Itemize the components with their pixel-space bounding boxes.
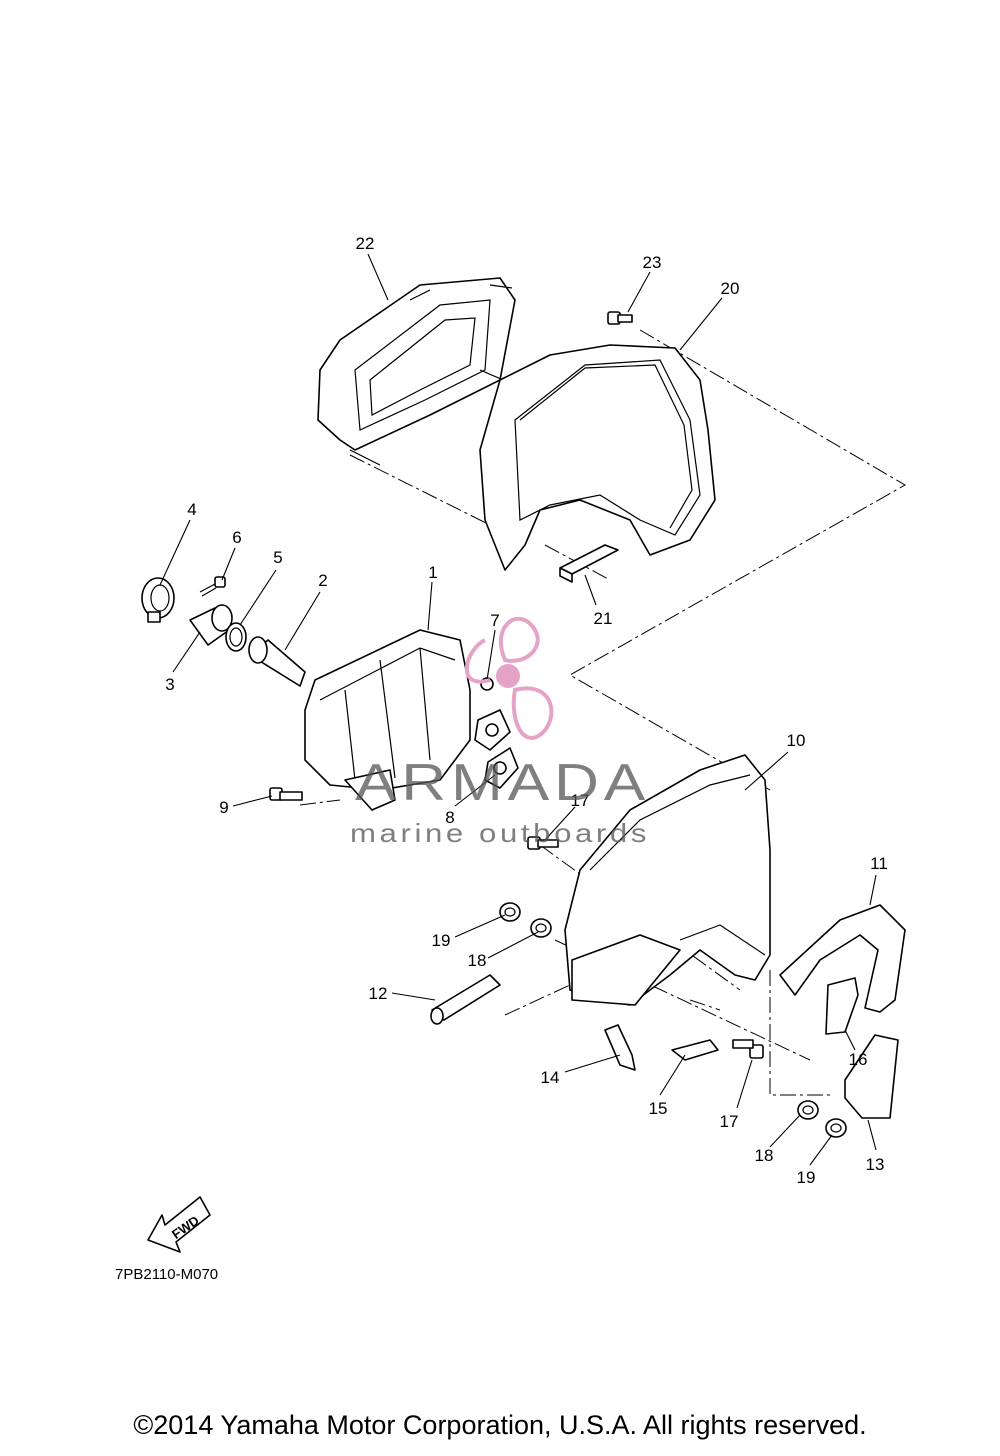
callout-7: 7 <box>490 611 499 630</box>
callout-19-b: 19 <box>797 1168 816 1187</box>
part-21-pad <box>559 544 619 583</box>
part-12-strip <box>430 974 501 1025</box>
callout-16: 16 <box>849 1050 868 1069</box>
callout-1: 1 <box>428 563 437 582</box>
part-8-gasket <box>484 747 519 789</box>
watermark-brand: ARMADA <box>355 754 650 812</box>
fwd-arrow-icon: FWD <box>147 1196 211 1253</box>
drawing-code: 7PB2110-M070 <box>115 1266 218 1283</box>
watermark-logo: ARMADA marine outboards <box>350 616 650 848</box>
callout-12: 12 <box>369 984 388 1003</box>
part-19-collars <box>499 902 847 1138</box>
propeller-icon <box>464 616 554 740</box>
callout-4: 4 <box>187 500 196 519</box>
part-9-bolt <box>269 787 303 801</box>
part-14-plate <box>604 1024 636 1071</box>
callout-14: 14 <box>541 1068 560 1087</box>
callout-3: 3 <box>165 675 174 694</box>
callout-2: 2 <box>318 571 327 590</box>
part-20-silencer-case <box>479 344 716 571</box>
part-6-screw <box>199 576 226 597</box>
part-4-clamp <box>141 577 175 623</box>
callout-18-b: 18 <box>755 1146 774 1165</box>
callout-13: 13 <box>866 1155 885 1174</box>
part-16-block <box>825 977 859 1035</box>
callout-22: 22 <box>356 234 375 253</box>
callout-17-b: 17 <box>720 1112 739 1131</box>
callout-23: 23 <box>643 253 662 272</box>
callout-17-a: 17 <box>571 791 590 810</box>
callout-5: 5 <box>273 548 282 567</box>
part-11-bracket <box>779 904 906 1013</box>
callout-21: 21 <box>594 609 613 628</box>
part-10-duct <box>564 754 771 1006</box>
part-23-bolt <box>607 311 633 325</box>
part-2-pipe <box>248 636 306 687</box>
part-17-bolts <box>527 836 764 1059</box>
part-1-silencer <box>304 629 471 811</box>
copyright-notice: ©2014 Yamaha Motor Corporation, U.S.A. A… <box>133 1410 867 1440</box>
callout-9: 9 <box>219 798 228 817</box>
callout-20: 20 <box>721 279 740 298</box>
watermark-tagline: marine outboards <box>350 818 650 848</box>
part-13-bracket <box>844 1034 899 1119</box>
part-5-screen <box>225 622 247 652</box>
callout-11: 11 <box>870 854 888 873</box>
callout-19-a: 19 <box>432 931 451 950</box>
callout-18-a: 18 <box>468 951 487 970</box>
callout-8: 8 <box>445 808 454 827</box>
part-15-plate <box>671 1039 719 1061</box>
callout-10: 10 <box>787 731 806 750</box>
callout-6: 6 <box>232 528 241 547</box>
leader-lines <box>159 253 877 1166</box>
part-7-nut <box>474 677 511 751</box>
callout-15: 15 <box>649 1099 668 1118</box>
callout-labels: 1 2 3 4 5 6 7 8 9 10 11 12 13 14 15 16 1… <box>165 234 888 1187</box>
